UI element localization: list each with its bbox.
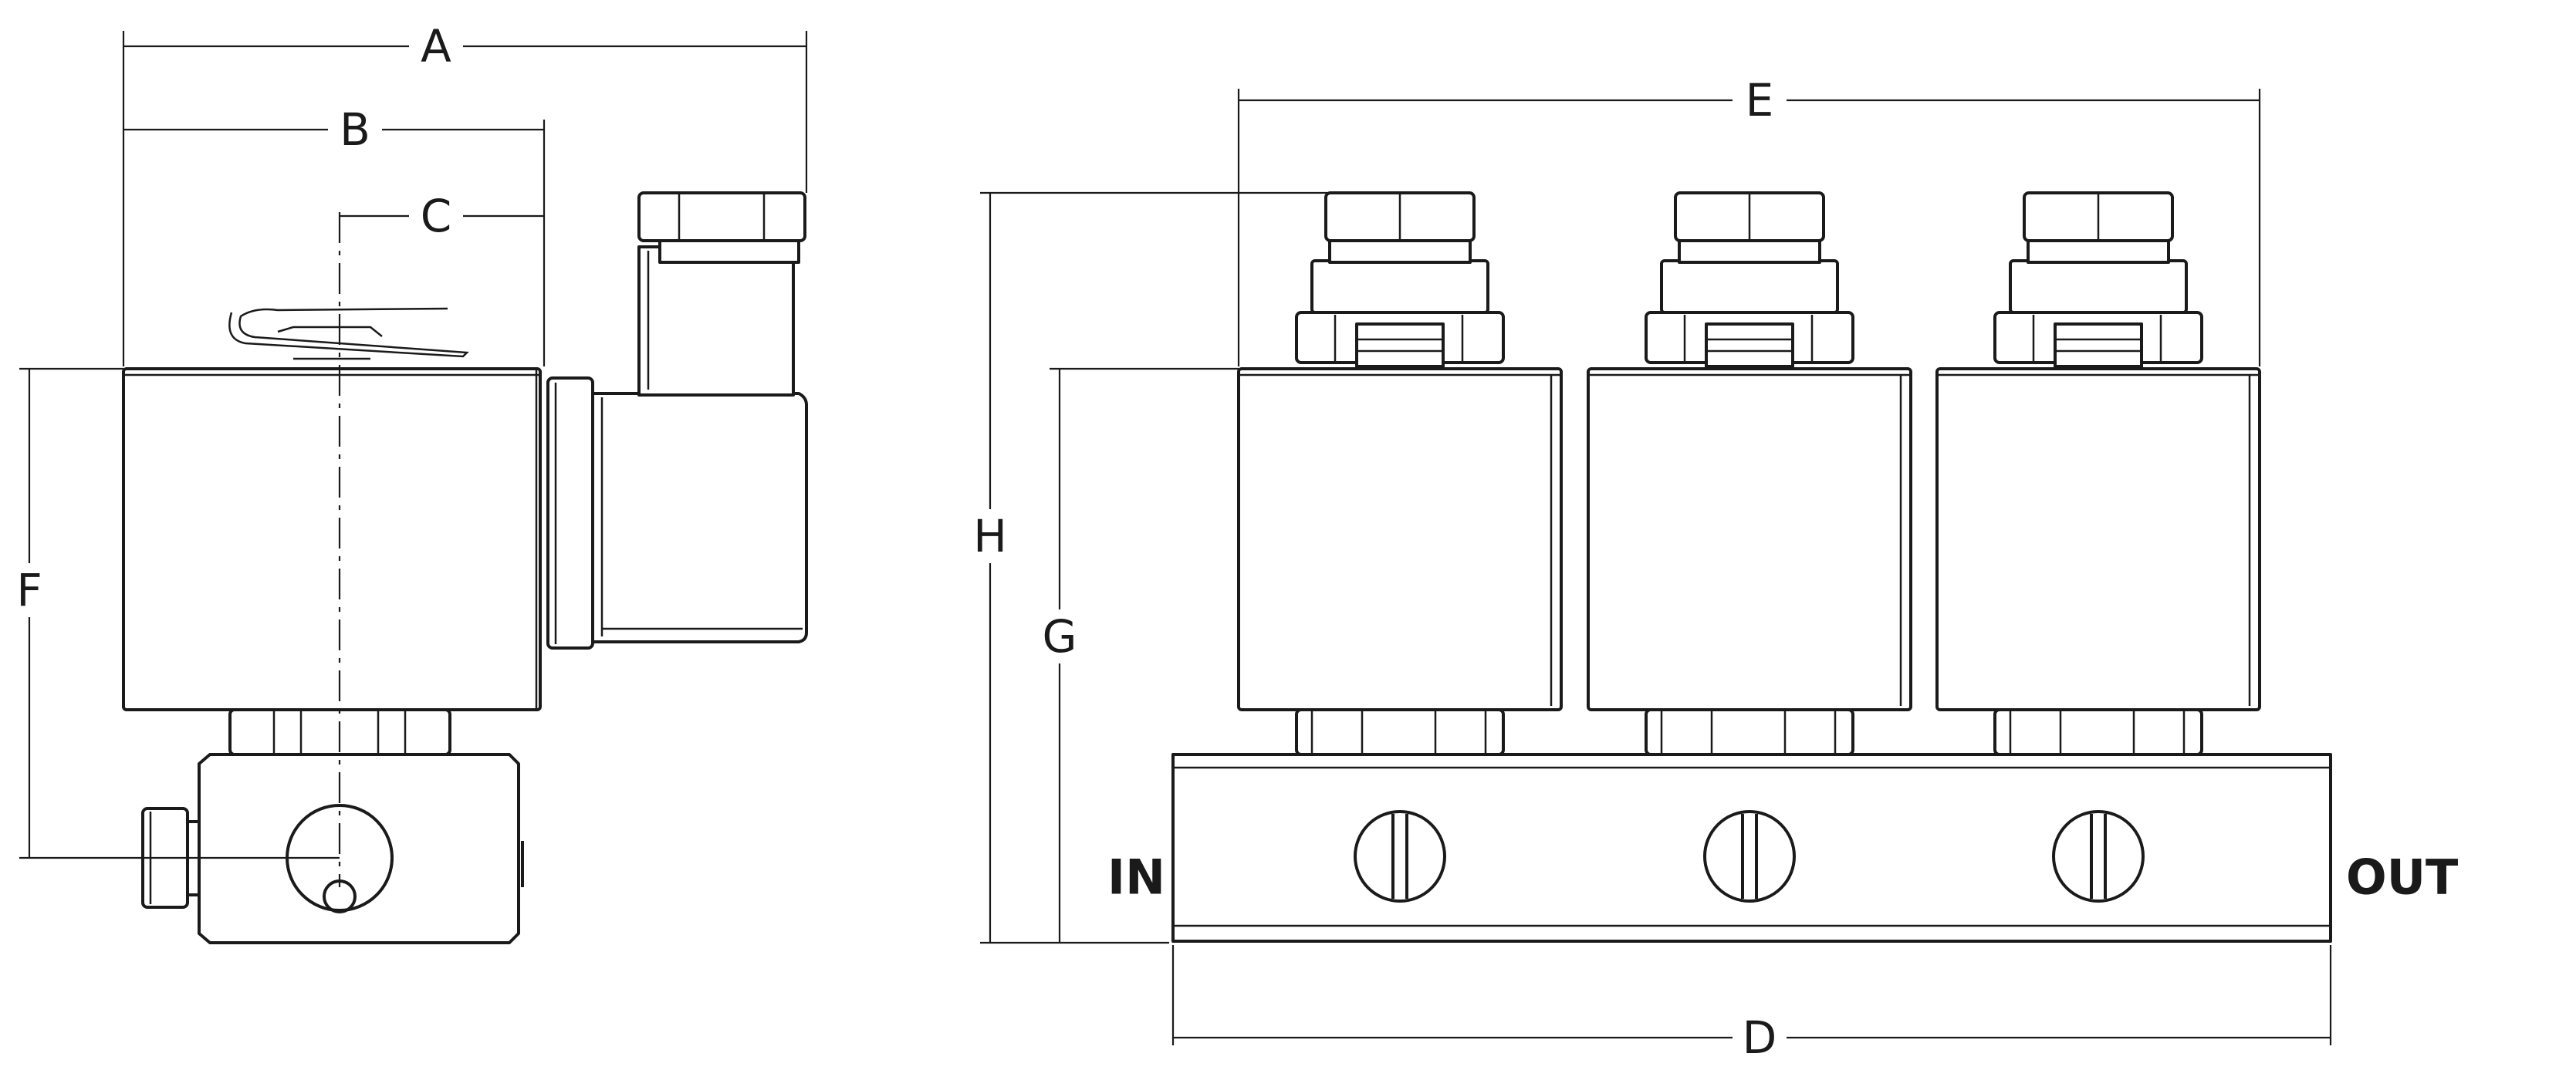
coil-housing-side — [122, 367, 542, 711]
side-view — [122, 191, 808, 944]
valve-body-side — [198, 753, 520, 944]
connector-housing — [546, 191, 808, 650]
outlet-label: OUT — [2346, 849, 2458, 906]
manifold-base — [1171, 753, 2332, 943]
valve-stack-1 — [1237, 191, 1563, 903]
valve-stack-2 — [1587, 191, 1912, 903]
labels: A B C E D F H G IN OUT — [5, 20, 2458, 1064]
dimension-label-a: A — [421, 20, 451, 73]
dimension-label-f: F — [16, 564, 42, 616]
dimension-label-h: H — [973, 510, 1007, 562]
dimension-label-d: D — [1743, 1011, 1777, 1064]
inlet-label: IN — [1107, 849, 1165, 906]
mounting-clip — [228, 307, 469, 360]
dimension-label-b: B — [340, 103, 370, 156]
valve-stack-3 — [1935, 191, 2261, 903]
dimension-label-e: E — [1746, 74, 1774, 127]
connector-screw-head — [637, 191, 806, 242]
front-view — [1171, 191, 2332, 943]
dimension-label-g: G — [1043, 610, 1077, 663]
dimension-label-c: C — [421, 190, 452, 242]
